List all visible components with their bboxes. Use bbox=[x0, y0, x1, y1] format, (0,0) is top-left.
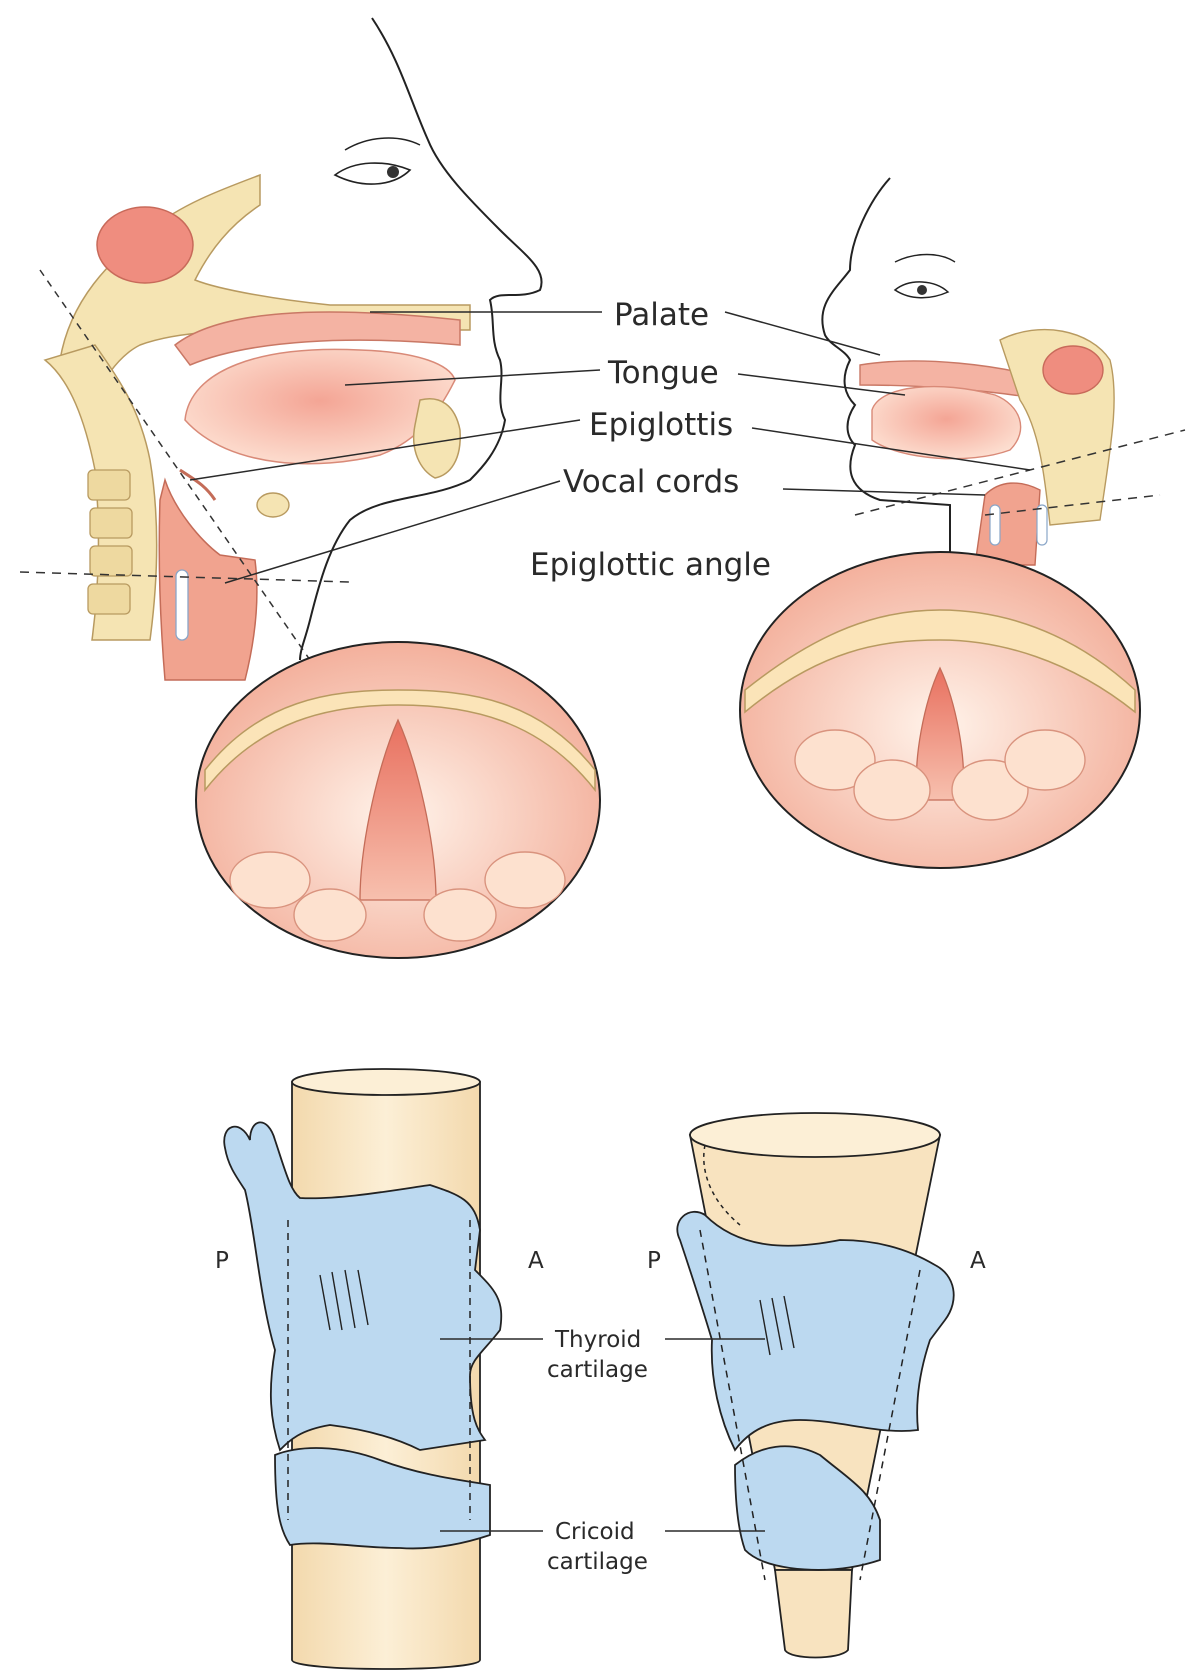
label-palate: Palate bbox=[614, 297, 709, 333]
label-posterior-right: P bbox=[647, 1248, 661, 1274]
label-cricoid-line2: cartilage bbox=[547, 1549, 648, 1575]
label-anterior-right: A bbox=[970, 1248, 986, 1274]
adult-sinus bbox=[97, 207, 193, 283]
infant-larynx-model bbox=[677, 1113, 953, 1658]
label-epiglottis: Epiglottis bbox=[589, 407, 733, 443]
label-posterior-left: P bbox=[215, 1248, 229, 1274]
label-cricoid-line1: Cricoid bbox=[555, 1519, 635, 1545]
infant-sinus bbox=[1043, 346, 1103, 394]
adult-larynx-model bbox=[224, 1069, 501, 1669]
label-anterior-left: A bbox=[528, 1248, 544, 1274]
label-vocal-cords: Vocal cords bbox=[563, 464, 739, 500]
adult-epiglottis bbox=[180, 470, 215, 500]
adult-head-sagittal bbox=[20, 18, 542, 680]
infant-head-sagittal bbox=[822, 178, 1185, 565]
infant-laryngoscopic-view bbox=[740, 552, 1140, 868]
adult-mandible bbox=[414, 399, 461, 478]
adult-laryngoscopic-view bbox=[196, 642, 600, 958]
label-tongue: Tongue bbox=[607, 355, 719, 391]
label-thyroid-line1: Thyroid bbox=[554, 1327, 641, 1353]
adult-larynx bbox=[159, 480, 257, 680]
label-epiglottic-angle: Epiglottic angle bbox=[530, 547, 771, 583]
infant-tongue bbox=[872, 387, 1021, 459]
adult-hyoid bbox=[257, 493, 289, 517]
label-thyroid-line2: cartilage bbox=[547, 1357, 648, 1383]
